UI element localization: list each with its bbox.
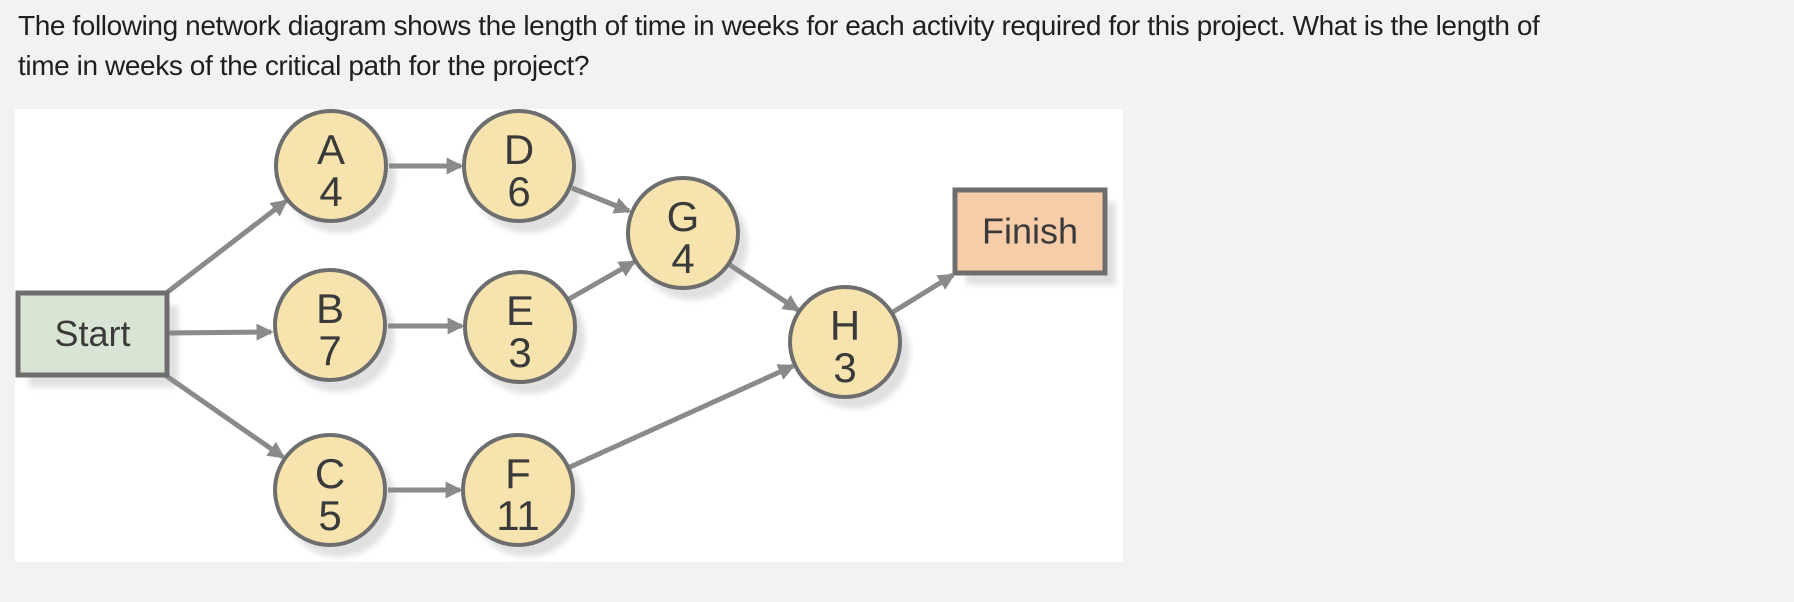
activity-letter-F: F [505,450,531,497]
edge-start-C [163,372,286,460]
activity-node-H: H3 [788,285,902,399]
activity-letter-B: B [316,285,344,332]
activity-circle-H [788,285,902,399]
activity-node-D: D6 [462,109,576,223]
start-label: Start [54,313,130,354]
activity-circle-D [462,109,576,223]
activity-letter-E: E [506,287,534,334]
activity-duration-F: 11 [496,492,540,539]
activity-letter-H: H [830,302,860,349]
activity-letter-D: D [504,126,534,173]
question-line-2: time in weeks of the critical path for t… [18,50,589,81]
finish-label: Finish [982,211,1078,252]
edge-E-G [567,259,637,302]
activity-duration-D: 6 [507,168,530,215]
activity-circle-A [274,109,388,223]
question-line-1: The following network diagram shows the … [18,10,1540,41]
finish-node: Finish [952,187,1108,276]
activity-duration-B: 7 [318,327,341,374]
activity-node-F: F11 [461,433,575,547]
edge-H-finish [891,272,956,315]
edges-layer [163,157,956,499]
activity-circle-C [273,433,387,547]
activity-circle-G [626,176,740,290]
start-box [15,290,170,378]
activity-duration-C: 5 [318,492,341,539]
activity-circle-F [461,433,575,547]
activity-duration-E: 3 [508,329,531,376]
edge-G-H [728,262,801,313]
edge-start-B [166,323,274,341]
activity-letter-C: C [315,450,345,497]
edge-D-G [571,185,632,214]
question-text: The following network diagram shows the … [18,6,1540,86]
activity-circle-E [463,270,577,384]
activity-duration-H: 3 [833,344,856,391]
activity-letter-A: A [317,126,345,173]
activity-duration-G: 4 [671,235,694,282]
activity-node-G: G4 [626,176,740,290]
activity-node-E: E3 [463,270,577,384]
finish-box [952,187,1108,276]
activity-circle-B [273,268,387,382]
edge-start-A [163,199,289,296]
activity-letter-G: G [667,193,700,240]
activity-node-A: A4 [274,109,388,223]
start-node: Start [15,290,170,378]
edge-F-H [568,363,796,470]
activity-node-B: B7 [273,268,387,382]
activity-node-C: C5 [273,433,387,547]
activity-duration-A: 4 [319,168,342,215]
